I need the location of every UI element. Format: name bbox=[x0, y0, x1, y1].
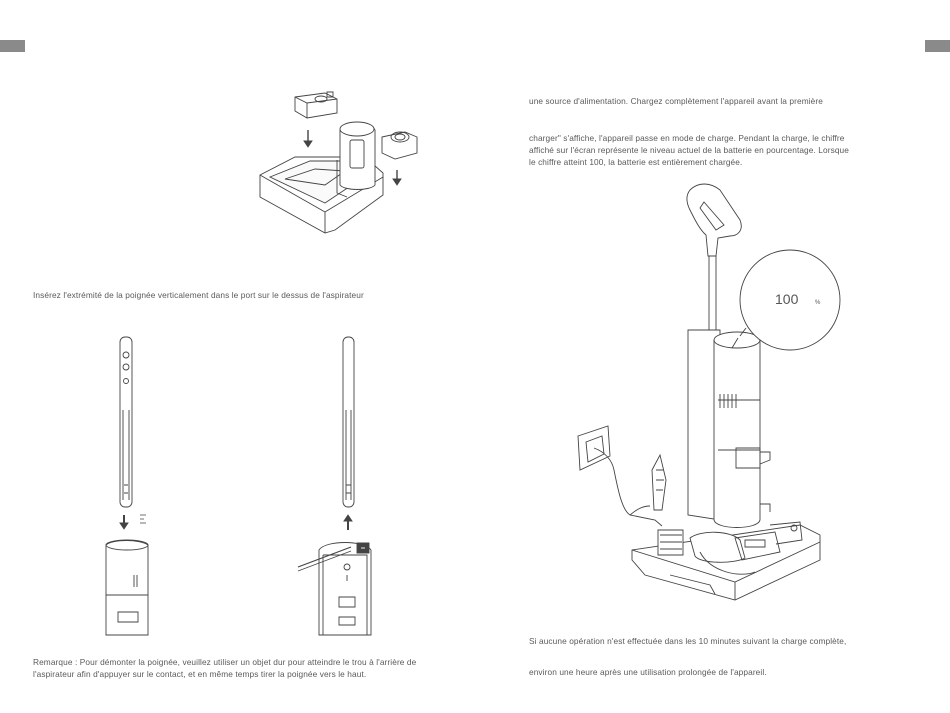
page-tab-left bbox=[0, 40, 25, 52]
charge-para-line-3: le chiffre atteint 100, la batterie est … bbox=[529, 157, 743, 167]
charge-intro-text: une source d'alimentation. Chargez compl… bbox=[529, 96, 823, 106]
handle-remove-illustration bbox=[295, 335, 395, 635]
remark-line-2: l'aspirateur afin d'appuyer sur le conta… bbox=[33, 669, 367, 679]
handle-insert-illustration bbox=[100, 335, 160, 635]
battery-display-value: 100 bbox=[775, 291, 799, 307]
page-tab-right bbox=[925, 40, 950, 52]
auto-off-note-line-1: Si aucune opération n'est effectuée dans… bbox=[529, 636, 847, 646]
charge-para-line-2: affiché sur l'écran représente le niveau… bbox=[529, 145, 849, 155]
vacuum-charging-illustration: 100 % bbox=[570, 180, 855, 620]
auto-off-note-line-2: environ une heure après une utilisation … bbox=[529, 667, 767, 677]
insert-handle-caption: Insérez l'extrémité de la poignée vertic… bbox=[33, 290, 364, 300]
remark-line-1: Remarque : Pour démonter la poignée, veu… bbox=[33, 657, 417, 667]
charge-para-line-1: charger" s'affiche, l'appareil passe en … bbox=[529, 133, 845, 143]
battery-display-unit: % bbox=[815, 300, 821, 306]
base-station-illustration bbox=[255, 85, 425, 240]
